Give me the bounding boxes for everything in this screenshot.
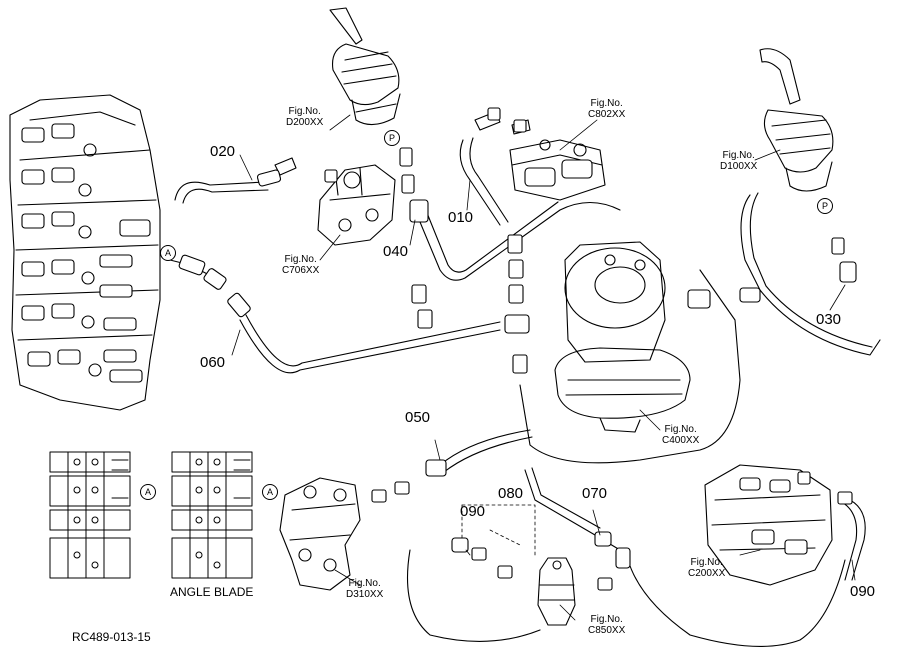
blade-valve-d310: [279, 477, 361, 591]
swivel-joint-c400: [554, 241, 691, 433]
fittings: [178, 107, 857, 591]
hoses: [169, 137, 881, 647]
schematic-angle-blade: [171, 451, 253, 579]
schematic-standard: [49, 451, 131, 579]
shuttle-valve-c850: [537, 557, 576, 626]
joystick-d200: [329, 7, 401, 126]
control-valve-assembly: [9, 94, 161, 411]
joystick-d100: [759, 48, 834, 192]
control-valve-c200: [704, 464, 833, 586]
leader-lines: [231, 114, 856, 621]
solenoid-valve-c802: [474, 111, 606, 201]
